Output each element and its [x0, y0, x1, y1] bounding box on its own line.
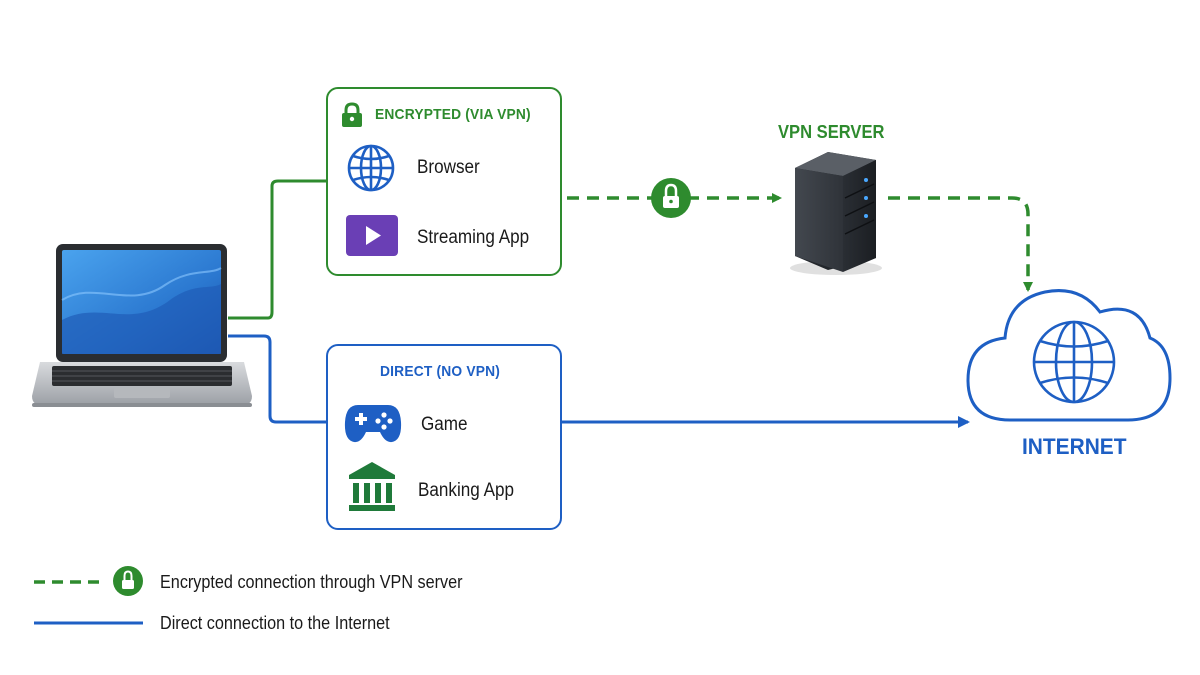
- play-icon: [346, 215, 398, 256]
- item-browser-label: Browser: [417, 157, 480, 178]
- laptop-to-encrypted-line: [228, 179, 326, 320]
- internet-label: INTERNET: [1022, 434, 1127, 459]
- laptop-to-direct-line: [228, 334, 326, 424]
- legend-lock-icon: [113, 566, 143, 596]
- direct-group-box: DIRECT (NO VPN) Game Banking App: [326, 344, 562, 530]
- bank-icon: [349, 462, 395, 511]
- encrypted-group-box: ENCRYPTED (VIA VPN) Browser Streaming Ap…: [326, 87, 562, 276]
- item-streaming-label: Streaming App: [417, 227, 530, 248]
- globe-icon: [347, 144, 395, 192]
- encrypted-group-title: ENCRYPTED (VIA VPN): [375, 106, 531, 123]
- direct-group-title: DIRECT (NO VPN): [380, 363, 501, 380]
- vpn-server-label: VPN SERVER: [778, 122, 885, 142]
- gamepad-icon: [344, 405, 402, 443]
- legend-encrypted-text: Encrypted connection through VPN server: [160, 572, 463, 592]
- vpn-to-internet-dashed-line: [888, 196, 1033, 292]
- item-game-label: Game: [421, 414, 468, 435]
- item-banking-label: Banking App: [418, 480, 515, 501]
- legend-direct-text: Direct connection to the Internet: [160, 613, 390, 633]
- line-lock-icon: [651, 178, 691, 218]
- lock-icon: [342, 102, 362, 127]
- internet-globe-icon: [1032, 320, 1116, 404]
